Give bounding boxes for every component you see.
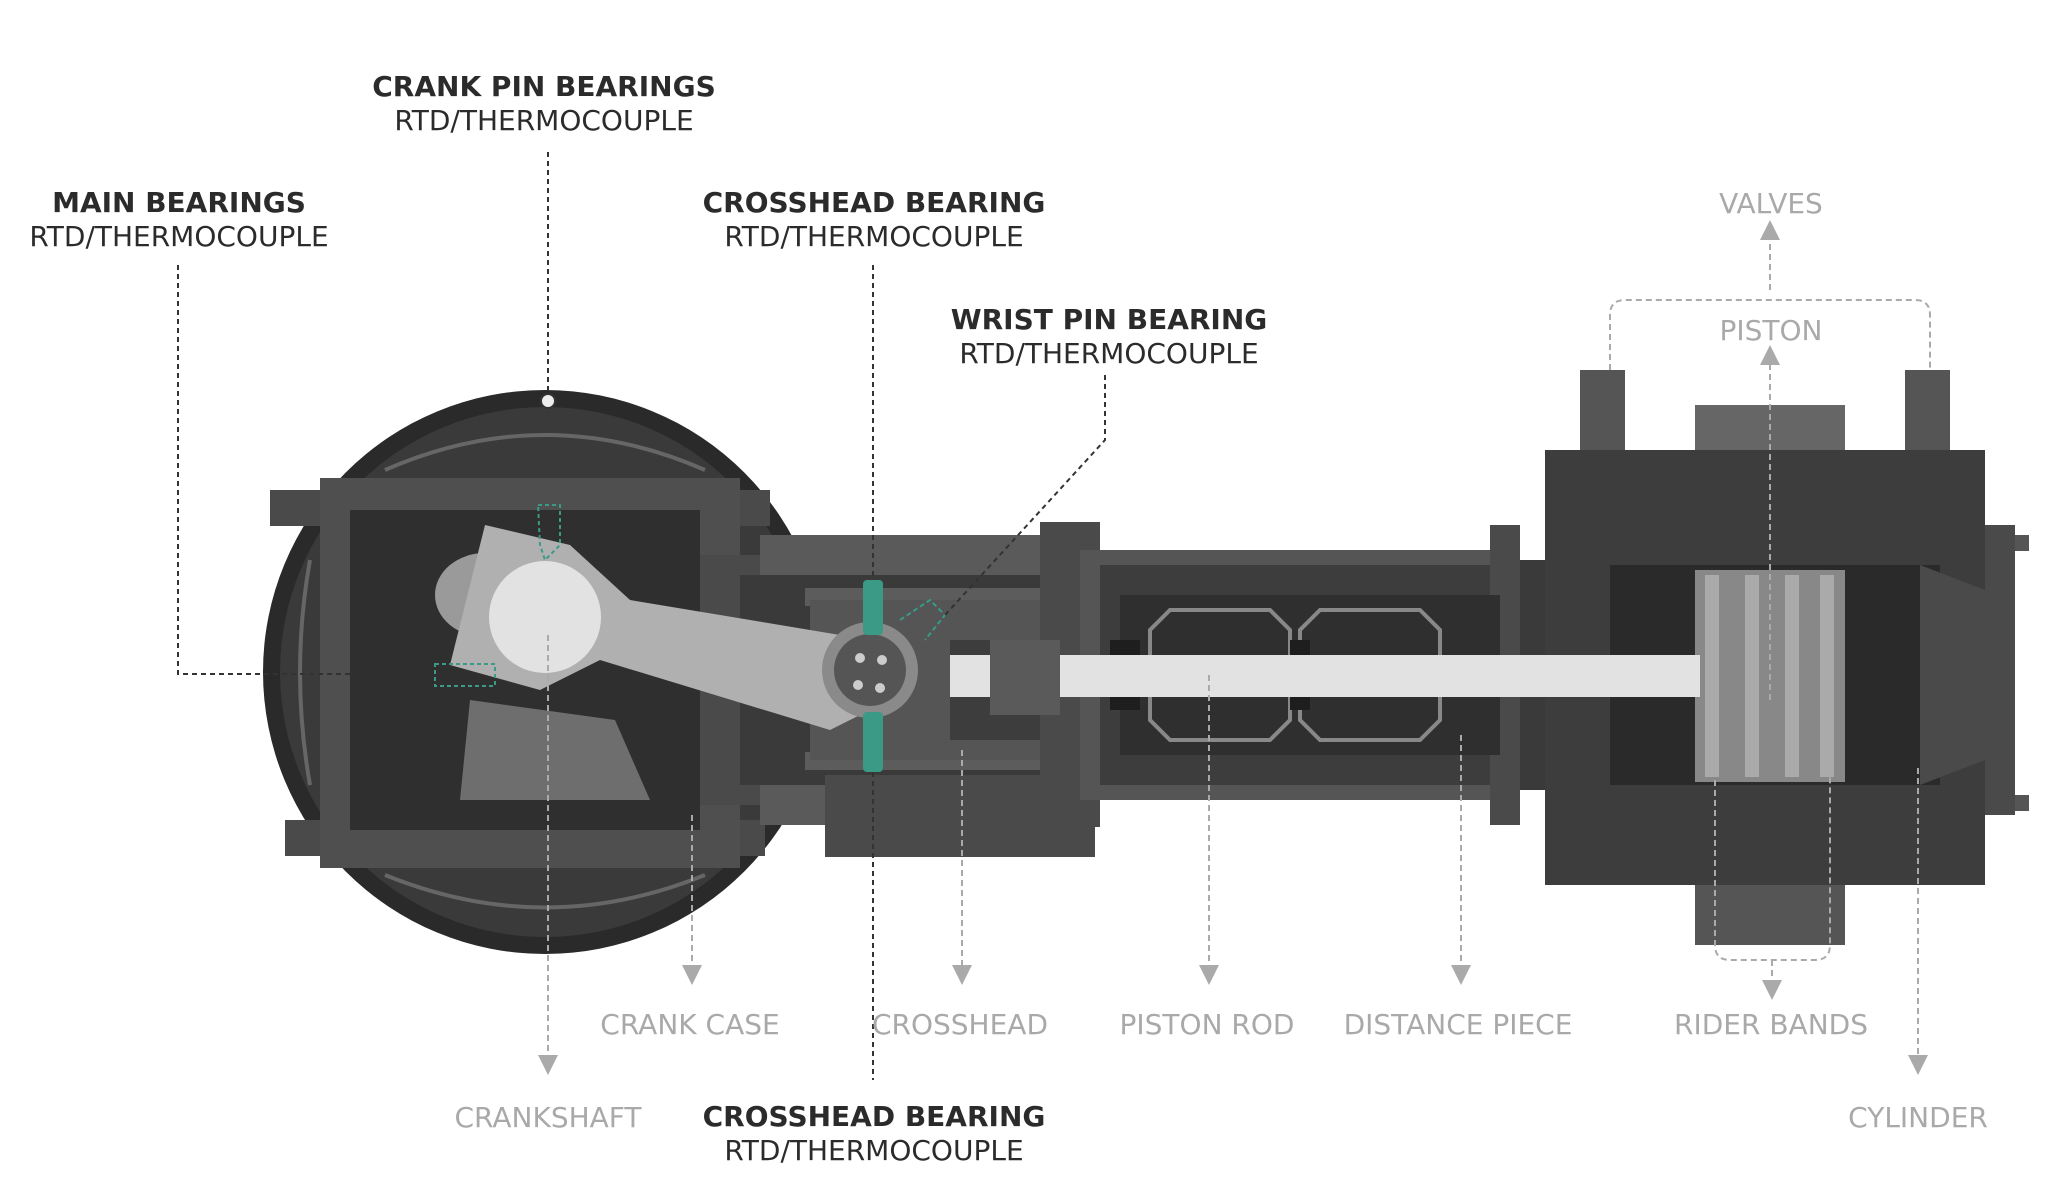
crankshaft-label: CRANKSHAFT: [454, 1101, 642, 1134]
sensor-leader-lines: [177, 152, 1106, 1080]
main-bearings-title: MAIN BEARINGS: [52, 186, 306, 219]
crosshead-sensors: [863, 580, 947, 772]
crosshead-bearing-bottom-sub: RTD/THERMOCOUPLE: [724, 1133, 1024, 1167]
wrist-pin-bearing-label: WRIST PIN BEARING RTD/THERMOCOUPLE: [951, 303, 1268, 370]
crosshead-bearing-bottom-title: CROSSHEAD BEARING: [702, 1100, 1046, 1133]
piston-label: PISTON: [1719, 314, 1823, 347]
crank-pin-bearings-label: CRANK PIN BEARINGS RTD/THERMOCOUPLE: [372, 70, 715, 137]
valves-label: VALVES: [1719, 187, 1823, 220]
wrist-pin-bearing-title: WRIST PIN BEARING: [950, 303, 1268, 336]
rider-bands-label: RIDER BANDS: [1674, 1008, 1868, 1041]
main-bearings-sub: RTD/THERMOCOUPLE: [29, 219, 329, 253]
crank-pin-sensor-dot: [540, 393, 556, 409]
crosshead-bearing-top-label: CROSSHEAD BEARING RTD/THERMOCOUPLE: [703, 186, 1046, 253]
component-leader-lines: [538, 220, 1931, 1075]
cylinder-label: CYLINDER: [1848, 1101, 1988, 1134]
crosshead-bearing-top-sub: RTD/THERMOCOUPLE: [724, 219, 1024, 253]
crosshead-bearing-bottom-label: CROSSHEAD BEARING RTD/THERMOCOUPLE: [703, 1100, 1046, 1167]
main-bearings-label: MAIN BEARINGS RTD/THERMOCOUPLE: [29, 186, 328, 253]
crank-sensor-outlines: [434, 504, 561, 687]
distance-piece-label: DISTANCE PIECE: [1343, 1008, 1573, 1041]
crosshead-label: CROSSHEAD: [871, 1008, 1049, 1041]
crank-pin-bearings-sub: RTD/THERMOCOUPLE: [394, 103, 694, 137]
piston-rod-label: PISTON ROD: [1119, 1008, 1295, 1041]
crank-case-label: CRANK CASE: [600, 1008, 780, 1041]
crank-pin-bearings-title: CRANK PIN BEARINGS: [372, 70, 716, 103]
connecting-rod: [450, 525, 918, 730]
piston-rod: [950, 640, 1700, 715]
wrist-pin-bearing-sub: RTD/THERMOCOUPLE: [959, 336, 1259, 370]
crosshead-bearing-top-title: CROSSHEAD BEARING: [702, 186, 1046, 219]
